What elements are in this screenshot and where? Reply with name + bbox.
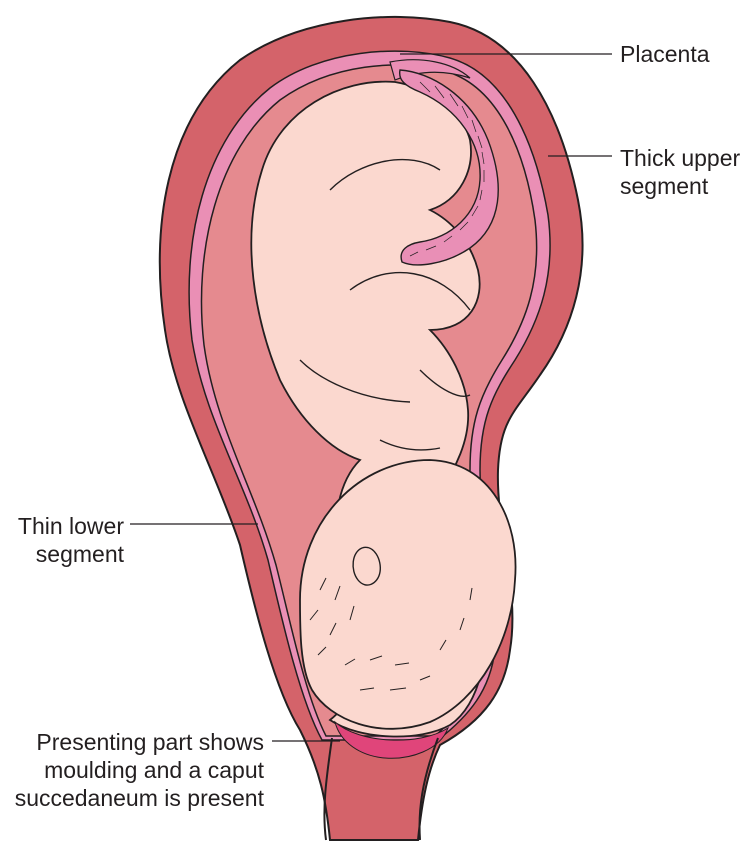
presenting-part-line-1: Presenting part shows [36,729,264,755]
leader-lines [130,53,612,742]
label-thin-lower-segment: Thin lower segment [10,512,124,568]
presenting-part-line-2: moulding and a caput [44,757,264,783]
limb-outlines [299,158,471,451]
cervix-right [418,737,439,841]
placenta-label: Placenta [620,41,710,67]
caput-succedaneum [334,720,449,759]
hair-strokes [309,577,473,691]
upper-segment-line-1: Thick upper [620,145,741,171]
upper-segment-line-2: segment [620,173,709,199]
fetal-head [299,459,517,730]
lower-segment-line-1: Thin lower [17,513,124,539]
cervix-left [323,737,333,841]
label-placenta: Placenta [620,40,710,68]
cord-hatching [409,81,485,257]
label-presenting-part: Presenting part shows moulding and a cap… [10,728,264,812]
umbilical-cord [398,69,499,266]
fetal-ear [352,546,381,586]
presenting-part-line-3: succedaneum is present [14,785,264,811]
lower-segment-line-2: segment [35,541,124,567]
label-thick-upper-segment: Thick upper segment [620,144,740,200]
